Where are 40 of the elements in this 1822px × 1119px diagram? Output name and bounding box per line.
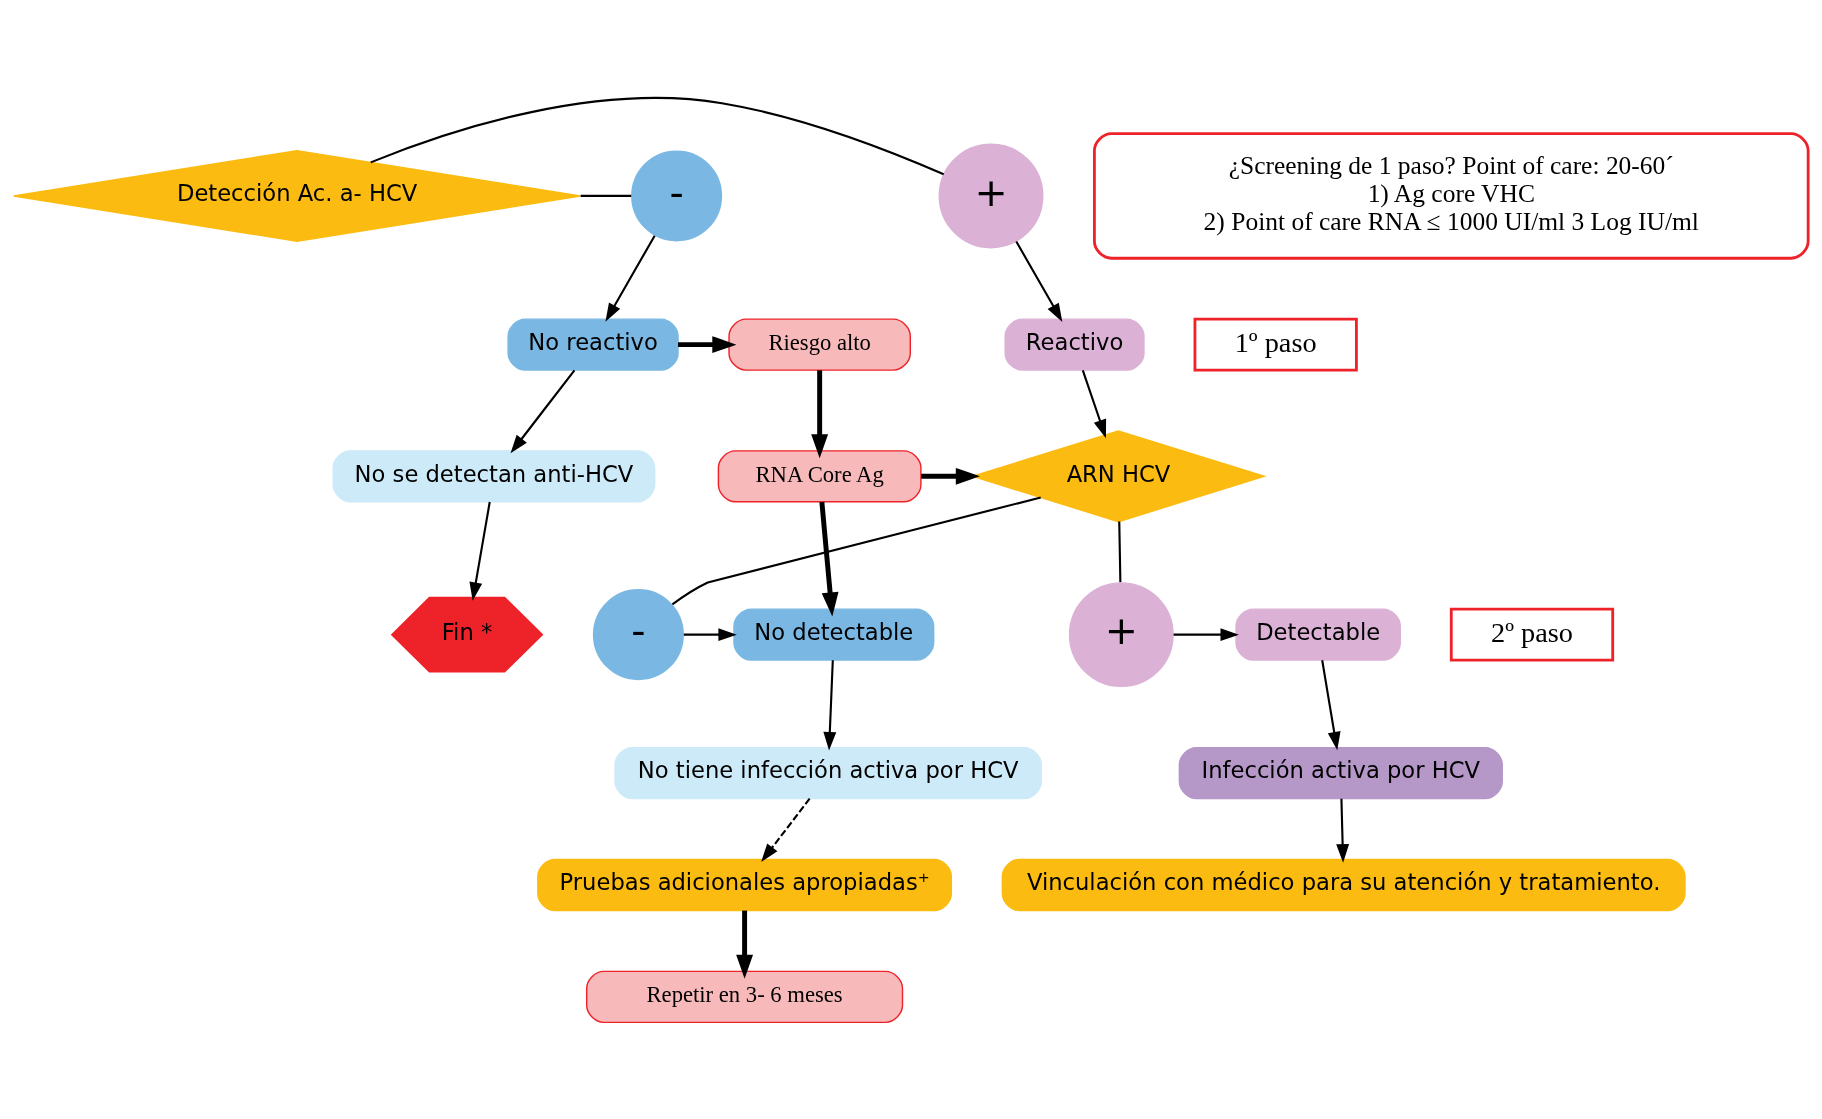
node-box: 1º paso bbox=[1193, 317, 1358, 372]
node-circle: - bbox=[592, 588, 684, 680]
arrow bbox=[1081, 369, 1107, 438]
arrow bbox=[469, 501, 491, 601]
connector bbox=[370, 96, 945, 175]
arrow bbox=[1015, 240, 1063, 322]
node-box: Vinculación con médico para su atención y tratamiento. bbox=[1001, 858, 1686, 911]
node-circle: + bbox=[1068, 581, 1174, 687]
arrow bbox=[823, 659, 837, 750]
node-box: Repetir en 3- 6 meses bbox=[586, 970, 904, 1023]
arrow bbox=[736, 910, 754, 979]
arrow bbox=[605, 234, 656, 322]
node-box: 2º paso bbox=[1449, 607, 1615, 662]
arrow bbox=[811, 369, 829, 458]
node-box: No tiene infección activa por HCV bbox=[614, 746, 1042, 799]
arrow bbox=[1173, 627, 1239, 641]
arrow bbox=[761, 797, 811, 862]
arrow bbox=[921, 467, 980, 485]
node-box: No reactivo bbox=[507, 317, 679, 371]
node-box: Detectable bbox=[1235, 607, 1401, 661]
connector bbox=[671, 495, 1041, 605]
node-box: ¿Screening de 1 paso? Point of care: 20-60´ 1) Ag core VHC 2) Point of care RNA ≤ 1000 UI/ml 3 Log IU/ml bbox=[1093, 131, 1810, 260]
arrow bbox=[1336, 798, 1350, 863]
node-box: No se detectan anti-HCV bbox=[332, 449, 656, 503]
node-box: Riesgo alto bbox=[728, 317, 911, 371]
arrow bbox=[678, 335, 737, 353]
node-circle: + bbox=[938, 143, 1044, 248]
node-box: Pruebas adicionales apropiadas⁺ bbox=[537, 858, 953, 911]
arrow bbox=[819, 501, 839, 617]
arrow bbox=[1321, 659, 1341, 750]
node-diamond: Detección Ac. a- HCV bbox=[13, 149, 582, 242]
node-box: Reactivo bbox=[1004, 317, 1145, 371]
connector bbox=[1118, 520, 1122, 582]
node-circle: - bbox=[631, 149, 723, 241]
arrow bbox=[683, 627, 737, 641]
node-box: No detectable bbox=[733, 607, 935, 661]
node-box: Infección activa por HCV bbox=[1178, 746, 1503, 799]
connector bbox=[580, 194, 632, 197]
node-box: RNA Core Ag bbox=[717, 449, 922, 503]
arrow bbox=[510, 369, 576, 453]
